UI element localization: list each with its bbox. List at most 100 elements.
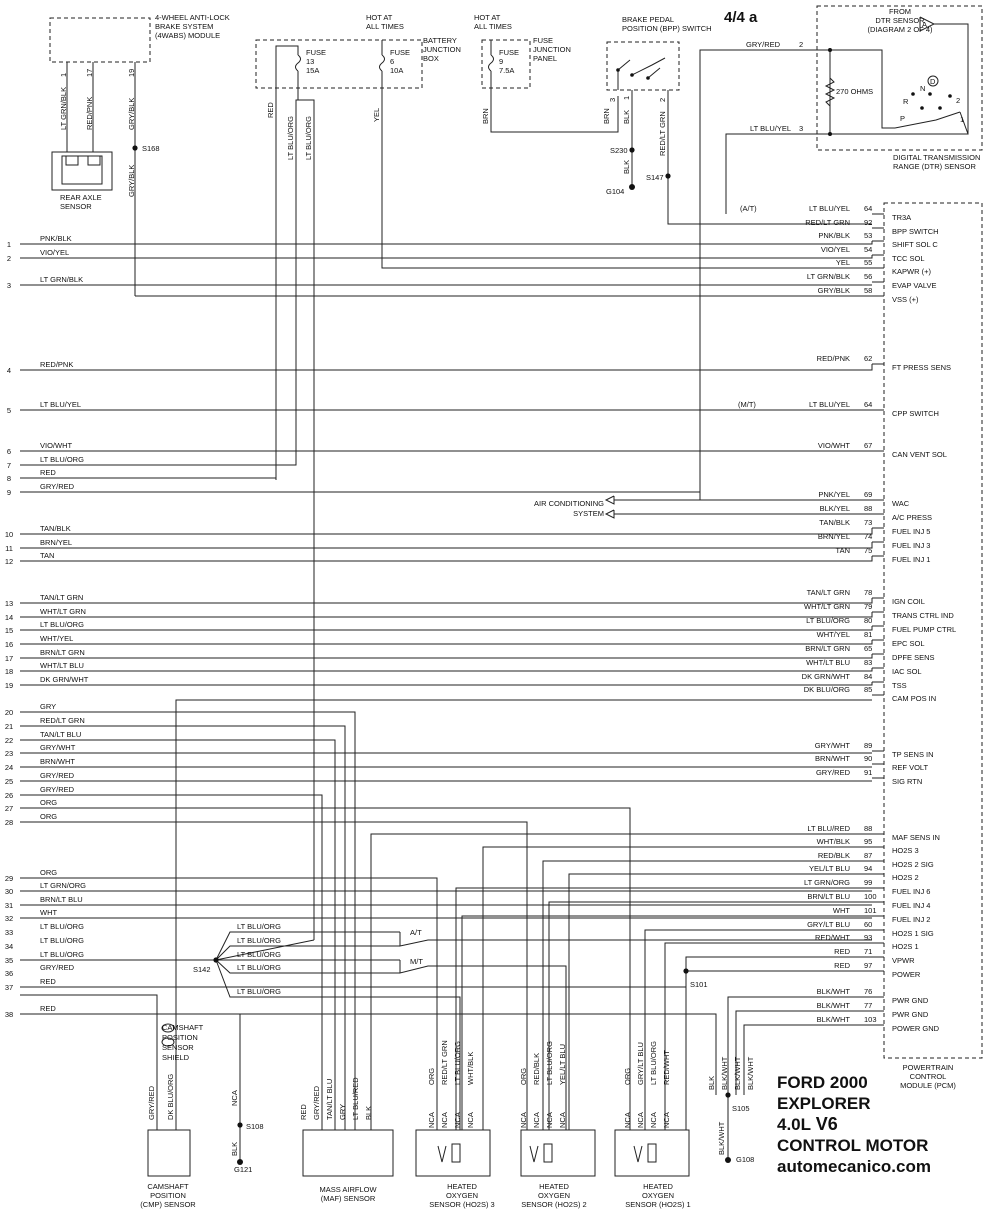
pcm-wire-label: VIO/YEL <box>821 245 850 254</box>
ho2s2-label: SENSOR (HO2S) 2 <box>521 1200 586 1209</box>
bpp-pin: 3 <box>608 98 617 102</box>
pcm-wire-label: PNK/BLK <box>818 231 850 240</box>
pcm-pin-function: KAPWR (+) <box>892 267 931 276</box>
battery-junction-box-label: JUNCTION <box>423 45 461 54</box>
ho2s1-label: HEATED <box>643 1182 673 1191</box>
fuse6-label: 6 <box>390 57 394 66</box>
cmp-shield-symbol <box>161 1023 175 1033</box>
row-number: 38 <box>5 1010 13 1019</box>
bpp-blk-label: BLK <box>622 110 631 124</box>
cmp-sensor-box <box>147 1129 191 1177</box>
row-wire-label: LT BLU/ORG <box>40 936 84 945</box>
cmp-shield-label: CAMSHAFT <box>162 1023 204 1032</box>
pcm-pin-function: HO2S 1 <box>892 942 919 951</box>
ho2s1-heater <box>647 1143 657 1163</box>
row-wire-label: TAN/LT GRN <box>40 593 83 602</box>
s142-branch-label: LT BLU/ORG <box>237 936 281 945</box>
mt-switch-label: M/T <box>410 957 423 966</box>
pcm-pin-number: 84 <box>864 672 872 681</box>
row-number: 17 <box>5 654 13 663</box>
fuse13-label: FUSE <box>306 48 326 57</box>
pcm-pin-function: HO2S 2 <box>892 873 919 882</box>
ground-wire-label: BLK/WHT <box>733 1056 742 1090</box>
abs-wire-label: LT GRN/BLK <box>59 87 68 130</box>
row-wire-label: TAN/BLK <box>40 524 71 533</box>
sensor-wire <box>20 725 346 1130</box>
ac-system-label: AIR CONDITIONING <box>534 499 604 508</box>
ho2s2-nca-label: NCA <box>532 1112 541 1128</box>
pcm-pin-function: FUEL PUMP CTRL <box>892 625 956 634</box>
pcm-wire-label: RED/LT GRN <box>805 218 850 227</box>
pcm-pin-number: 90 <box>864 754 872 763</box>
pcm-pin-number: 99 <box>864 878 872 887</box>
fuse-symbol <box>295 54 301 72</box>
pcm-box <box>883 202 983 1059</box>
ho2s2-label: HEATED <box>539 1182 569 1191</box>
pcm-pin-function: TRANS CTRL IND <box>892 611 954 620</box>
pcm-pin-number: 62 <box>864 354 872 363</box>
row-wire-label: BRN/LT GRN <box>40 648 85 657</box>
ground-wire <box>727 996 872 1095</box>
bpp-contact <box>616 68 620 72</box>
row-number: 22 <box>5 736 13 745</box>
pcm-pin-function: TSS <box>892 681 907 690</box>
row-number: 14 <box>5 613 13 622</box>
pcm-pin-function: HO2S 1 SIG <box>892 929 934 938</box>
harness-wire <box>20 668 873 672</box>
pcm-pin-number: 88 <box>864 824 872 833</box>
pcm-pin-function: A/C PRESS <box>892 513 932 522</box>
row-wire-label: LT GRN/ORG <box>40 881 86 890</box>
row-number: 15 <box>5 626 13 635</box>
ho2s3-wire-label: ORG <box>427 1068 436 1085</box>
pcm-pin-function: SIG RTN <box>892 777 922 786</box>
row-number: 16 <box>5 640 13 649</box>
yel-wire-label: YEL <box>372 108 381 122</box>
abs-wire-label: GRY/BLK <box>127 165 136 197</box>
splice-s168 <box>132 145 138 151</box>
lt-blu-org-label: LT BLU/ORG <box>304 116 313 160</box>
pcm-pin-function: IGN COIL <box>892 597 925 606</box>
ho2s1-wire-label: ORG <box>623 1068 632 1085</box>
bpp-switch-arm <box>631 57 666 76</box>
pcm-wire-label: LT GRN/ORG <box>804 878 850 887</box>
row-wire-label: PNK/BLK <box>40 234 72 243</box>
title-line2: EXPLORER <box>777 1094 871 1113</box>
dtr-contact <box>948 94 952 98</box>
row-wire-label: RED/LT GRN <box>40 716 85 725</box>
rear-axle-sensor-label: SENSOR <box>60 202 92 211</box>
ho2s3-wire-label: LT BLU/ORG <box>453 1041 462 1085</box>
yel-wire <box>381 71 872 269</box>
dtr-gear-r: R <box>903 97 909 106</box>
sensor-wire <box>548 901 872 1130</box>
hot-at-all-times-label: ALL TIMES <box>366 22 404 31</box>
bpp-switch-label: POSITION (BPP) SWITCH <box>622 24 712 33</box>
power-wire <box>20 956 872 988</box>
lt-blu-yel-label: LT BLU/YEL <box>750 124 791 133</box>
row-number: 32 <box>5 914 13 923</box>
fuse13-label: 15A <box>306 66 319 75</box>
fuse13-red-wire <box>275 45 299 480</box>
dtr-gear-2: 2 <box>956 96 960 105</box>
row-wire-label: WHT/YEL <box>40 634 73 643</box>
splice-s101-label: S101 <box>690 980 708 989</box>
pcm-pin-function: VPWR <box>892 956 915 965</box>
abs-module-label: BRAKE SYSTEM <box>155 22 213 31</box>
sensor-wire <box>542 860 872 1130</box>
dtr-node <box>828 48 832 52</box>
pcm-pin-number: 79 <box>864 602 872 611</box>
bpp-switch-label: BRAKE PEDAL <box>622 15 674 24</box>
row-wire-label: GRY/RED <box>40 963 75 972</box>
harness-wire <box>20 542 873 549</box>
sensor-wire <box>568 873 872 1130</box>
row-wire-label: GRY/WHT <box>40 743 76 752</box>
pcm-wire-label: BRN/LT BLU <box>807 892 850 901</box>
pcm-pin-number: 91 <box>864 768 872 777</box>
mt-label: (M/T) <box>738 400 756 409</box>
sensor-wire <box>482 846 872 1130</box>
rear-axle-sensor-label: REAR AXLE <box>60 193 102 202</box>
ho2s2-wire-label: YEL/LT BLU <box>558 1044 567 1085</box>
ho2s3-nca-label: NCA <box>453 1112 462 1128</box>
lt-blu-org-wire <box>295 88 299 460</box>
maf-wire-label: TAN/LT BLU <box>325 1079 334 1120</box>
pcm-pin-number: 88 <box>864 504 872 513</box>
